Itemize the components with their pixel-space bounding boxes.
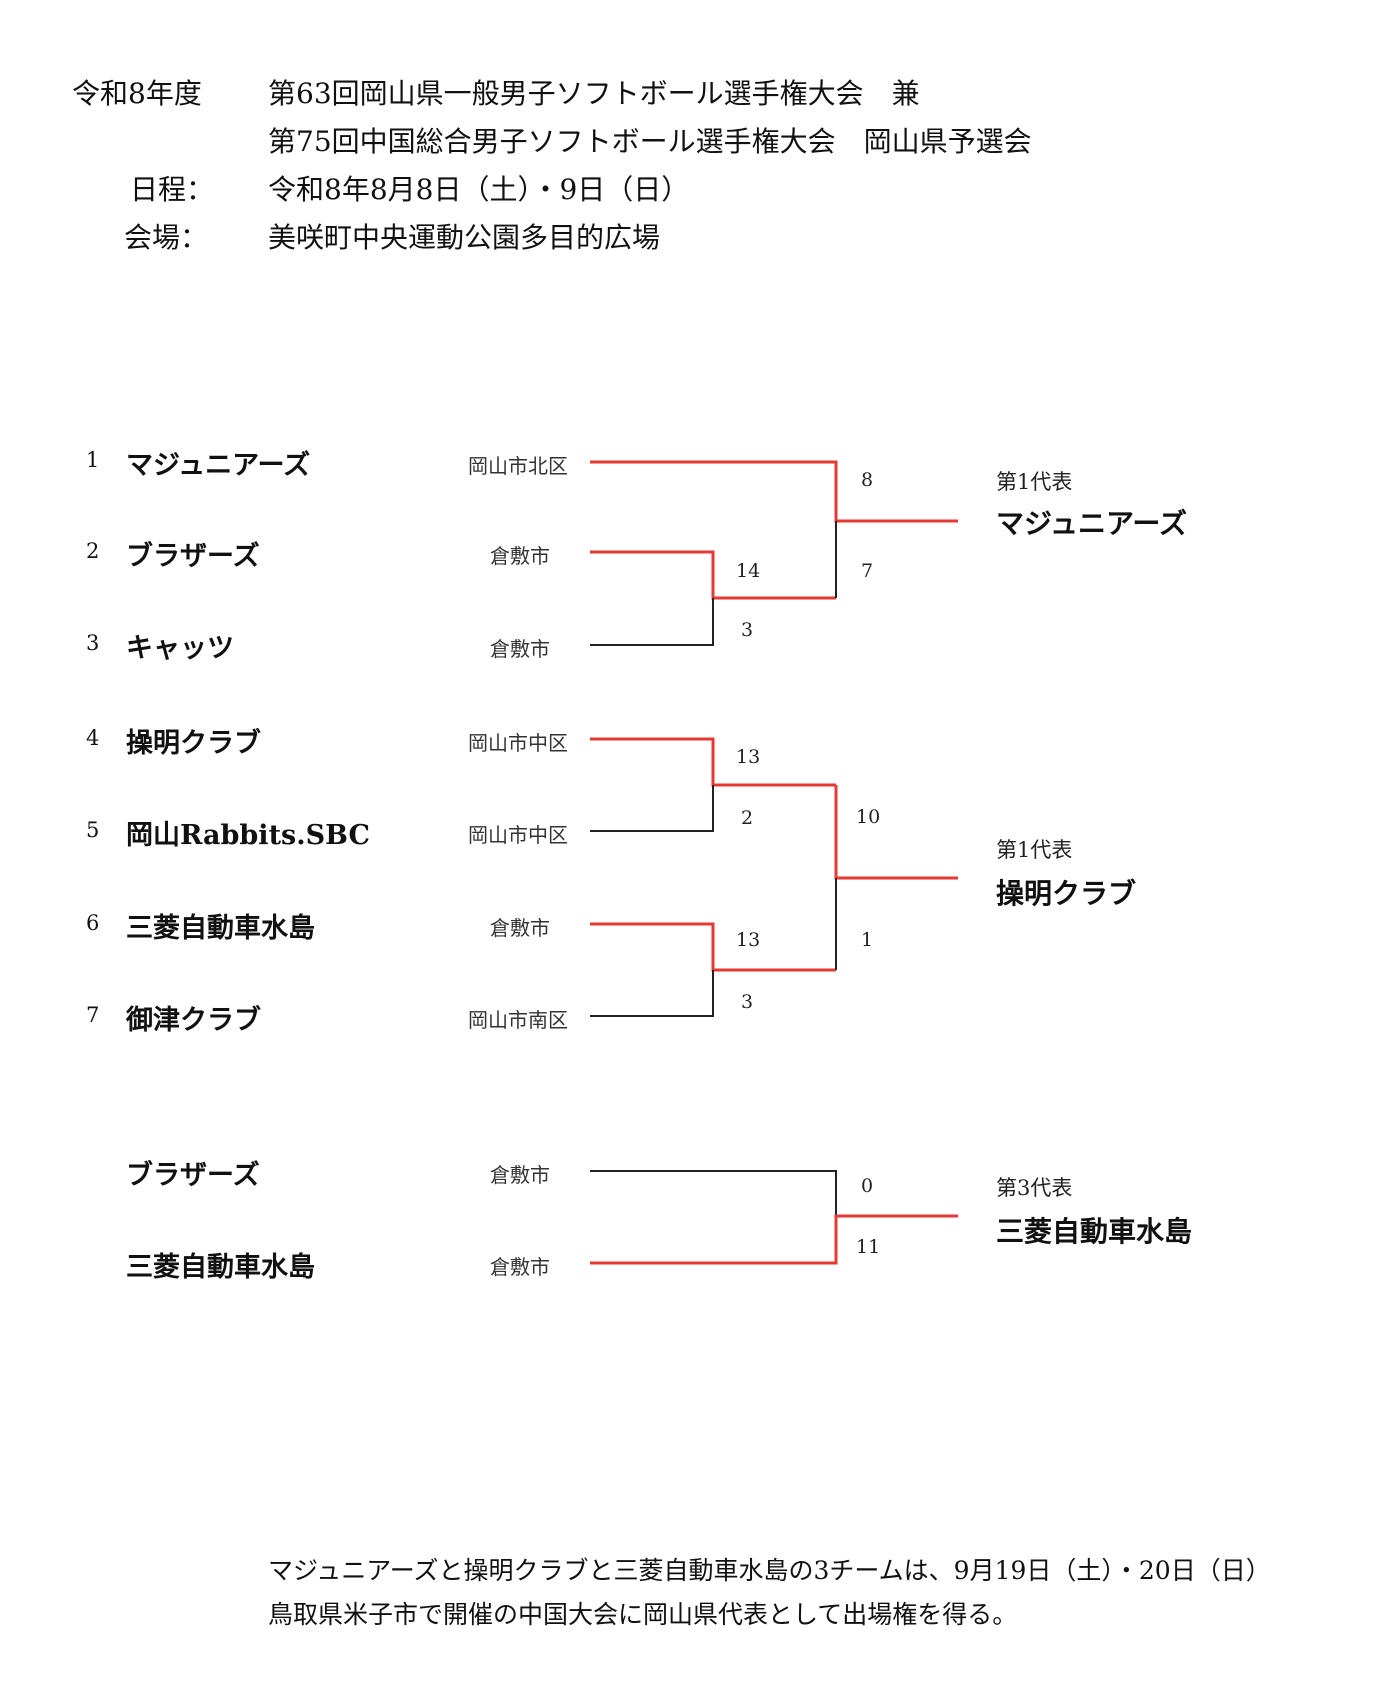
team-number: 3 bbox=[86, 631, 100, 655]
score: 8 bbox=[861, 469, 874, 491]
team-name: ブラザーズ bbox=[126, 541, 260, 572]
date-label: 日程： bbox=[130, 173, 215, 206]
winner-label: 第1代表 bbox=[996, 470, 1073, 494]
bracket-line-team5 bbox=[590, 785, 714, 832]
winner-name: 操明クラブ bbox=[996, 877, 1137, 910]
score: 3 bbox=[741, 619, 754, 641]
score: 2 bbox=[741, 807, 754, 829]
team-number: 4 bbox=[86, 726, 100, 750]
title-line-1: 第63回岡山県一般男子ソフトボール選手権大会 兼 bbox=[268, 77, 920, 110]
footer-line-1: マジュニアーズと操明クラブと三菱自動車水島の3チームは、9月19日（土）・20日… bbox=[268, 1556, 1271, 1585]
winner-name: マジュニアーズ bbox=[996, 507, 1187, 540]
team-city: 岡山市北区 bbox=[468, 454, 568, 478]
title-line-2: 第75回中国総合男子ソフトボール選手権大会 岡山県予選会 bbox=[268, 125, 1032, 158]
team-name: 御津クラブ bbox=[126, 1005, 261, 1036]
score: 7 bbox=[861, 560, 874, 582]
team-number: 6 bbox=[86, 911, 100, 935]
winner-label: 第3代表 bbox=[996, 1176, 1073, 1200]
team-city: 岡山市中区 bbox=[468, 731, 568, 755]
bracket-line-team1 bbox=[590, 460, 958, 523]
bracket-line-team6 bbox=[590, 922, 836, 972]
team-city: 倉敷市 bbox=[490, 637, 550, 661]
venue-value: 美咲町中央運動公園多目的広場 bbox=[268, 221, 661, 254]
playoff-team-city: 倉敷市 bbox=[490, 1255, 550, 1279]
fiscal-year: 令和8年度 bbox=[72, 77, 202, 110]
venue-label: 会場： bbox=[124, 221, 209, 254]
playoff-team-city: 倉敷市 bbox=[490, 1163, 550, 1187]
score: 1 bbox=[861, 929, 874, 951]
footer-line-2: 鳥取県米子市で開催の中国大会に岡山県代表として出場権を得る。 bbox=[268, 1600, 1018, 1629]
team-name: マジュニアーズ bbox=[126, 450, 311, 481]
score: 13 bbox=[736, 929, 761, 951]
team-city: 岡山市中区 bbox=[468, 823, 568, 847]
team-number: 1 bbox=[86, 448, 100, 472]
team-name: 三菱自動車水島 bbox=[126, 913, 315, 944]
score: 0 bbox=[861, 1175, 874, 1197]
bracket-line-team3 bbox=[590, 598, 714, 646]
score: 14 bbox=[736, 560, 761, 582]
team-city: 倉敷市 bbox=[490, 544, 550, 568]
bracket-line-m3-winner bbox=[834, 785, 958, 880]
playoff-team-name: ブラザーズ bbox=[126, 1160, 260, 1191]
date-value: 令和8年8月8日（土）・9日（日） bbox=[268, 173, 690, 206]
score: 11 bbox=[856, 1236, 881, 1258]
score: 13 bbox=[736, 746, 761, 768]
bracket-line-team7 bbox=[590, 970, 714, 1017]
team-city: 岡山市南区 bbox=[468, 1008, 568, 1032]
winner-name: 三菱自動車水島 bbox=[996, 1215, 1193, 1248]
team-city: 倉敷市 bbox=[490, 916, 550, 940]
score: 10 bbox=[856, 806, 881, 828]
playoff-team-name: 三菱自動車水島 bbox=[126, 1252, 315, 1283]
score: 3 bbox=[741, 991, 754, 1013]
team-number: 2 bbox=[86, 539, 100, 563]
bracket-line-team4 bbox=[590, 737, 836, 787]
team-number: 7 bbox=[86, 1003, 100, 1027]
team-name: 操明クラブ bbox=[126, 728, 261, 759]
team-number: 5 bbox=[86, 818, 100, 842]
team-name: キャッツ bbox=[126, 633, 234, 664]
bracket-line-playoff-bottom bbox=[590, 1214, 958, 1265]
winner-label: 第1代表 bbox=[996, 838, 1073, 862]
team-name: 岡山Rabbits.SBC bbox=[126, 820, 370, 851]
bracket-line-team2 bbox=[590, 550, 836, 600]
bracket-line-playoff-top bbox=[590, 1170, 837, 1216]
